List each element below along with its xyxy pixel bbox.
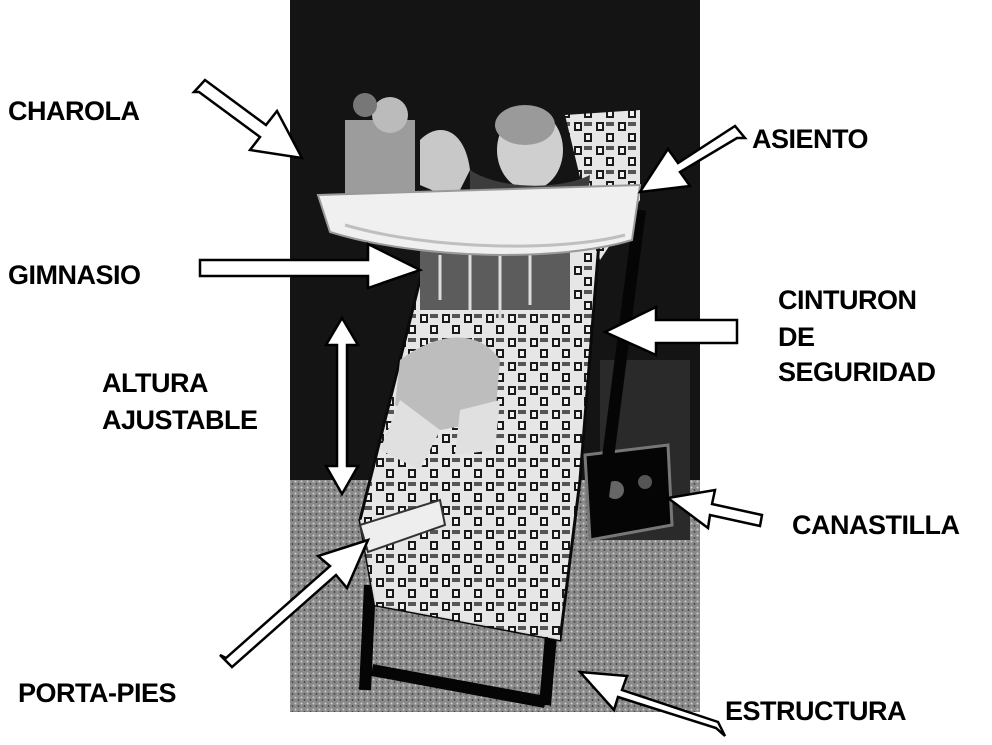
arrow-icon: [668, 490, 762, 528]
label-charola: CHAROLA: [8, 94, 140, 128]
label-altura-line2: AJUSTABLE: [102, 403, 258, 437]
label-asiento: ASIENTO: [752, 122, 868, 156]
label-cinturon-line1: CINTURON: [778, 283, 917, 317]
arrow-icon: [640, 126, 745, 192]
arrow-icon: [605, 307, 737, 355]
arrow-icon: [220, 540, 368, 667]
label-cinturon-line3: SEGURIDAD: [778, 355, 936, 389]
label-gimnasio: GIMNASIO: [8, 258, 141, 292]
arrow-icon: [580, 672, 725, 736]
double-arrow-icon: [326, 318, 358, 494]
label-porta-pies: PORTA-PIES: [18, 676, 176, 710]
arrow-icon: [200, 244, 420, 288]
label-altura-line1: ALTURA: [102, 366, 208, 400]
label-estructura: ESTRUCTURA: [725, 694, 906, 728]
label-canastilla: CANASTILLA: [792, 508, 959, 542]
arrow-icon: [194, 80, 302, 158]
label-cinturon-line2: DE: [778, 320, 815, 354]
